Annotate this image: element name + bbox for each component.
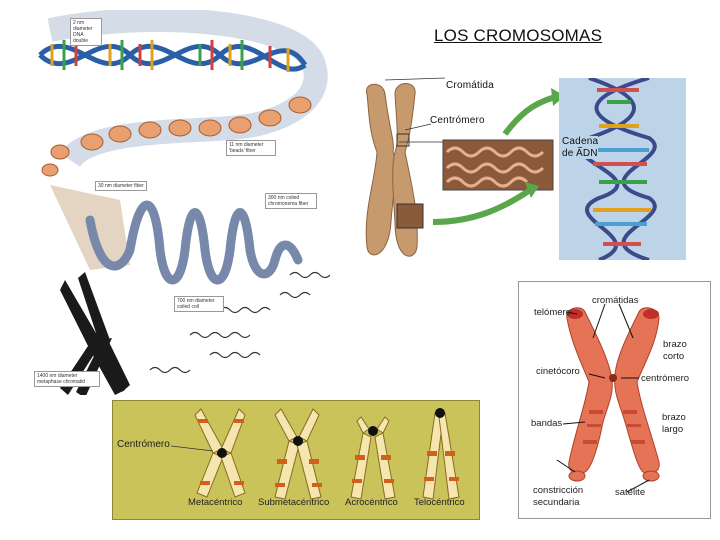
label-telocentrico: Telocéntrico (414, 497, 465, 508)
label-acrocentrico: Acrocéntrico (345, 497, 398, 508)
label-constriccion-2: secundaria (533, 497, 580, 508)
label-submetacentrico: Submetacéntrico (258, 497, 330, 508)
label-brazo-largo-1: brazo (662, 412, 686, 423)
label-telomero: telómero (534, 307, 571, 318)
label-cromatidas: cromátidas (592, 295, 639, 306)
label-red-centromero: centrómero (641, 373, 690, 384)
label-brazo-corto-1: brazo (663, 339, 687, 350)
note-beads-fiber: 11 nm diameter 'beads' fiber (226, 140, 276, 156)
note-300nm-fiber: 300 nm coiled chromonema fiber (265, 193, 317, 209)
note-700nm-coil: 700 nm diameter coiled coil (174, 296, 224, 312)
label-cadena: Cadena (562, 136, 599, 147)
note-1400nm-chromatid: 1400 nm diameter metaphase chromatid (34, 371, 100, 387)
label-bandas: bandas (531, 418, 563, 429)
tan-chromosome-diagram (365, 77, 565, 257)
dna-chain-panel (559, 76, 686, 262)
page-title: LOS CROMOSOMAS (434, 26, 603, 45)
chromosome-anatomy-panel (518, 281, 711, 519)
note-30nm-fiber: 30 nm diameter fiber (95, 181, 147, 191)
nucleosome-beads (41, 96, 312, 177)
label-brazo-corto-2: corto (663, 351, 685, 362)
label-constriccion-1: constricción (533, 485, 584, 496)
label-cromatida: Cromátida (446, 80, 494, 91)
submetacentric-chromosome (274, 408, 322, 500)
label-centromero: Centrómero (430, 115, 485, 126)
note-dna-diameter: 2 nm diameter DNA double (70, 18, 102, 46)
label-metacentrico: Metacéntrico (188, 497, 243, 508)
label-cinetocoro: cinetócoro (536, 366, 580, 377)
chromosome-types-drawing (170, 408, 460, 500)
red-chromosome-drawing (556, 303, 660, 493)
metacentric-chromosome (194, 408, 246, 498)
label-satelite: satélite (615, 487, 646, 498)
dna-double-helix (578, 76, 657, 262)
label-brazo-largo-2: largo (662, 424, 684, 435)
acrocentric-chromosome (350, 416, 396, 500)
label-yellow-centromero: Centrómero (117, 439, 170, 450)
chromosome-types-panel (112, 400, 480, 520)
telocentric-chromosome (422, 408, 460, 500)
label-de-adn: de ADN (562, 148, 598, 159)
dna-helix-top (38, 40, 308, 72)
